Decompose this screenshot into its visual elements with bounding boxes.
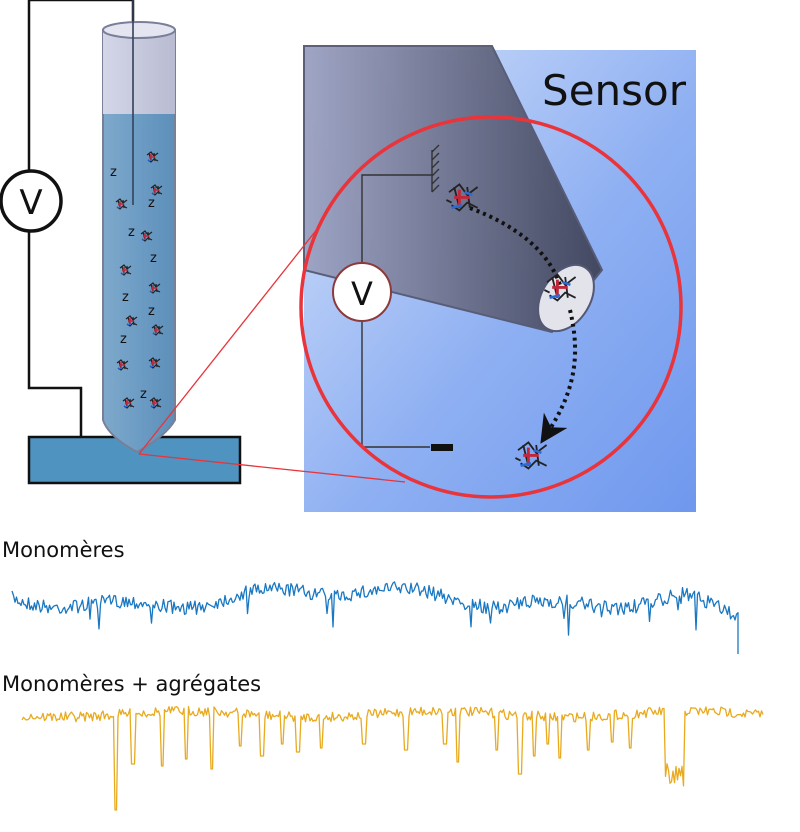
- ground-icon: [431, 144, 440, 193]
- monomer-glyph: z: [122, 290, 129, 305]
- aggregate-molecule-icon: [514, 441, 548, 470]
- translocation-arrow: [540, 309, 577, 444]
- aggregate-molecule-icon: [148, 282, 161, 294]
- monomer-glyph: z: [120, 332, 127, 347]
- aggregate-molecule-icon: [116, 359, 129, 371]
- sensor-voltmeter-icon: [332, 262, 392, 322]
- circuit-wire: [27, 232, 83, 462]
- aggregate-molecule-icon: [115, 198, 128, 210]
- aggregate-current-trace: [21, 705, 764, 811]
- zoom-connector: [138, 453, 406, 483]
- sensor-voltmeter-symbol: V: [351, 275, 373, 313]
- aggregate-molecule-icon: [543, 273, 577, 302]
- sensor-circuit-wire: [361, 174, 432, 268]
- zoom-circle: [299, 115, 683, 499]
- monomer-glyph: z: [148, 196, 155, 211]
- aggregate-molecule-icon: [149, 397, 162, 409]
- sensor-panel: Sensor V: [299, 45, 696, 512]
- pipette-molecules: z z z z z z z z: [110, 151, 164, 409]
- voltmeter-symbol: V: [19, 183, 42, 223]
- glass-pipette: z z z z z z z z: [102, 0, 176, 454]
- monomer-glyph: z: [128, 225, 135, 240]
- monomer-glyph: z: [150, 251, 157, 266]
- aggregate-molecule-icon: [125, 315, 138, 327]
- aggregate-molecule-icon: [122, 397, 135, 409]
- pipette-rim: [102, 21, 176, 39]
- aggregates-trace-label: Monomères + agrégates: [2, 672, 262, 696]
- voltmeter-icon: [0, 169, 63, 233]
- zoom-connector: [138, 227, 319, 455]
- aggregate-molecule-icon: [140, 230, 153, 242]
- monomer-glyph: z: [148, 304, 155, 319]
- aggregate-molecule-icon: [150, 184, 163, 196]
- pipette-tube: [102, 29, 176, 454]
- aggregate-molecule-icon: [148, 357, 161, 369]
- monomer-glyph: z: [110, 165, 117, 180]
- pipette-empty-glass: [103, 30, 175, 114]
- electrode-terminal: [431, 444, 453, 451]
- aggregate-molecule-icon: [119, 264, 132, 276]
- sensor-title: Sensor: [542, 66, 687, 115]
- aggregate-molecule-icon: [445, 183, 479, 212]
- monomer-glyph: z: [140, 387, 147, 402]
- monomers-trace-label: Monomères: [2, 538, 125, 562]
- aggregate-molecule-icon: [146, 151, 159, 163]
- monomer-current-trace: [11, 581, 739, 654]
- translocation-path: [469, 206, 562, 286]
- aggregate-molecule-icon: [151, 324, 164, 336]
- pore-opening: [537, 263, 595, 333]
